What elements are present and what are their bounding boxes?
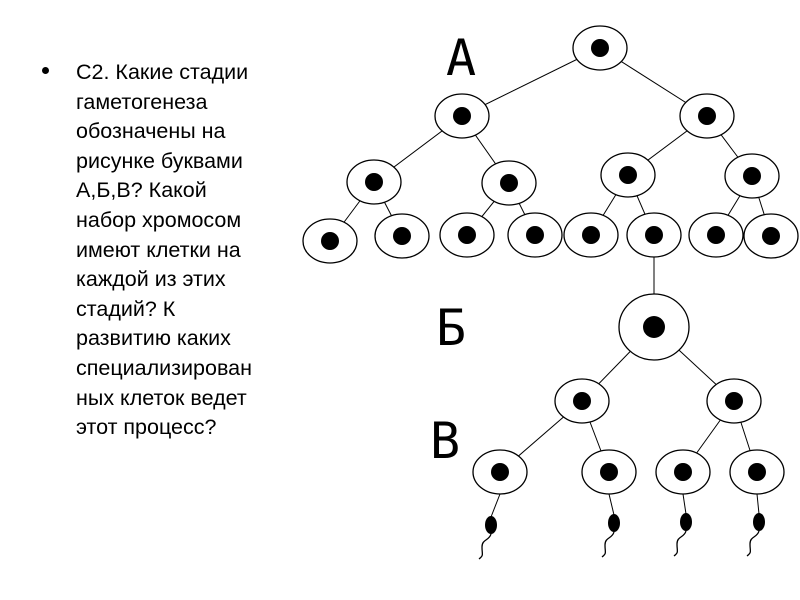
cell-a-level4-3 <box>439 212 495 258</box>
cells <box>302 25 799 495</box>
cell-a-level3-2 <box>481 160 537 206</box>
cell-a-level4-5 <box>563 212 619 258</box>
cell-a-level4-6 <box>626 212 682 258</box>
cell-nucleus <box>645 226 663 244</box>
cell-nucleus <box>321 232 339 250</box>
cell-a-level2-left <box>434 93 490 139</box>
cell-b-primary <box>618 293 690 361</box>
cell-nucleus <box>526 226 544 244</box>
sperm-neck <box>756 493 760 515</box>
sperm-head <box>608 514 620 532</box>
cell-nucleus <box>600 463 618 481</box>
cell-nucleus <box>365 173 383 191</box>
cell-a-level2-right <box>679 93 735 139</box>
cell-a-level1 <box>572 25 628 71</box>
cell-a-level3-1 <box>346 159 402 205</box>
cell-c-spermatid-3 <box>655 449 711 495</box>
cell-nucleus <box>573 392 591 410</box>
stage-label-c: В <box>430 412 460 470</box>
cell-c-spermatid-2 <box>581 449 637 495</box>
cell-nucleus <box>491 463 509 481</box>
cell-nucleus <box>707 226 725 244</box>
cell-nucleus <box>619 166 637 184</box>
cell-c-spermatid-4 <box>729 449 785 495</box>
cell-nucleus <box>743 167 761 185</box>
cell-c-level1-left <box>554 378 610 424</box>
cell-nucleus <box>748 463 766 481</box>
sperm-head <box>753 513 765 531</box>
cell-a-level4-4 <box>507 212 563 258</box>
cell-nucleus <box>582 226 600 244</box>
bullet-point <box>42 67 49 74</box>
stage-label-a: А <box>446 29 476 87</box>
cell-a-level3-4 <box>724 153 780 199</box>
cell-nucleus <box>453 107 471 125</box>
cell-nucleus <box>591 39 609 57</box>
sperm-neck <box>682 493 687 515</box>
sperm-neck <box>490 493 501 518</box>
sperm-tail <box>601 531 615 558</box>
cell-nucleus <box>698 107 716 125</box>
cell-nucleus <box>762 227 780 245</box>
sperm-tail <box>478 533 492 560</box>
cell-a-level4-2 <box>374 213 430 259</box>
sperm-neck <box>608 493 615 516</box>
cell-nucleus <box>458 226 476 244</box>
cell-c-level1-right <box>706 378 762 424</box>
stage-label-b: Б <box>436 299 466 357</box>
sperm-tail <box>673 530 687 557</box>
cell-nucleus <box>725 392 743 410</box>
cell-a-level4-1 <box>302 218 358 264</box>
cell-nucleus <box>674 463 692 481</box>
cell-a-level4-8 <box>743 213 799 259</box>
cell-a-level3-3 <box>600 152 656 198</box>
cell-c-spermatid-1 <box>472 449 528 495</box>
sperm-head <box>680 513 692 531</box>
cell-nucleus <box>500 174 518 192</box>
cell-nucleus <box>643 316 665 338</box>
question-text: С2. Какие стадии гаметогенеза обозначены… <box>76 60 252 440</box>
cell-nucleus <box>393 227 411 245</box>
sperm-tails <box>478 493 765 560</box>
sperm-head <box>485 516 497 534</box>
cell-a-level4-7 <box>688 212 744 258</box>
sperm-tail <box>746 530 760 557</box>
